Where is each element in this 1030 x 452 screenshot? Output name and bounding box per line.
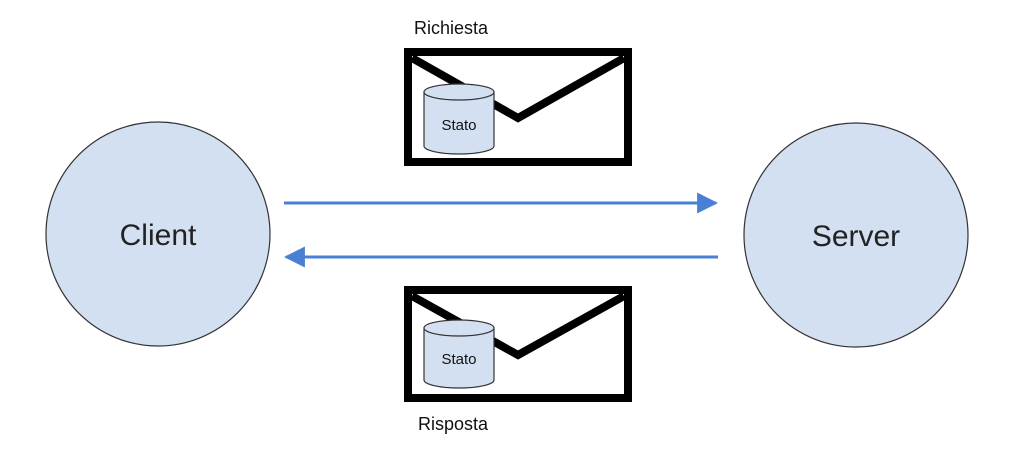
response-payload-label: Stato xyxy=(441,351,476,368)
request-payload-label: Stato xyxy=(441,117,476,134)
response-database-icon: Stato xyxy=(423,319,495,389)
request-database-icon: Stato xyxy=(423,83,495,155)
server-node: Server xyxy=(743,122,969,348)
server-label: Server xyxy=(812,220,900,253)
client-circle xyxy=(45,121,271,347)
client-label: Client xyxy=(120,219,197,252)
request-label: Richiesta xyxy=(414,18,489,38)
response-label: Risposta xyxy=(418,414,489,434)
client-node: Client xyxy=(45,121,271,347)
server-circle xyxy=(743,122,969,348)
